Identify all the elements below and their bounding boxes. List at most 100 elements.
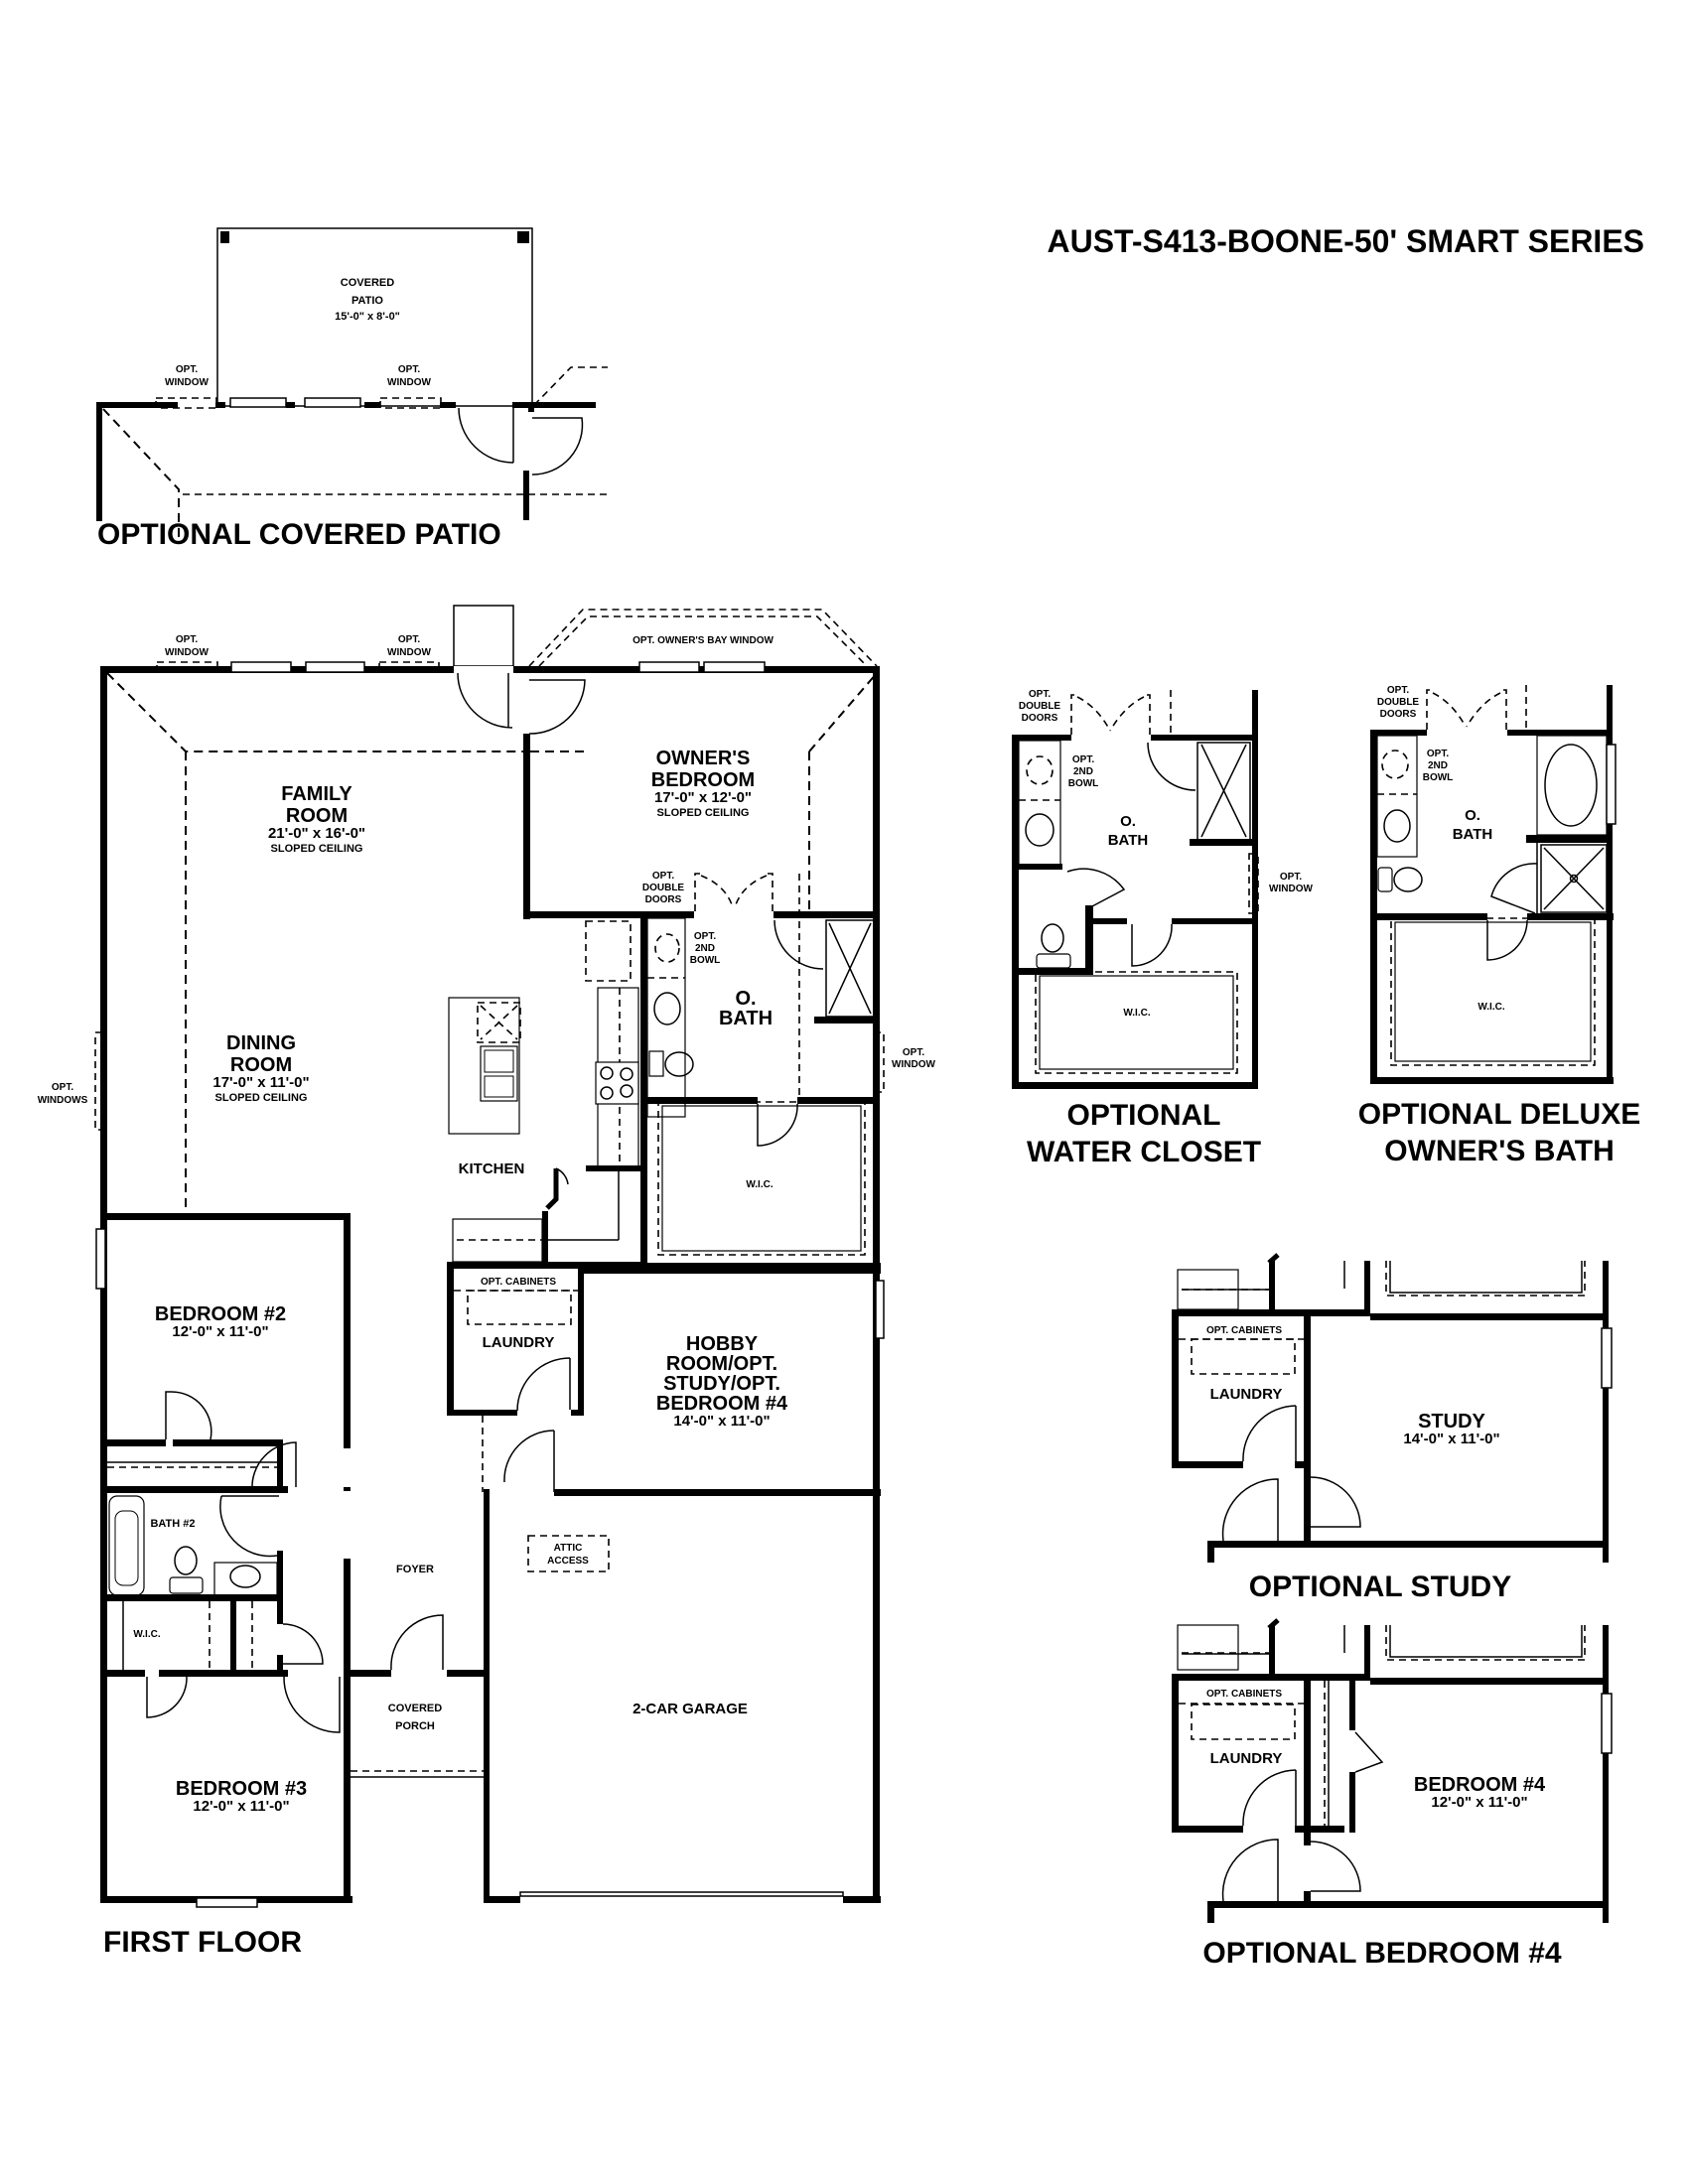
label: OPT. CABINETS	[1206, 1325, 1282, 1336]
opt-window-label: OPT.	[398, 364, 420, 375]
section-title-water-closet: OPTIONAL	[1067, 1099, 1221, 1132]
opt-fridge	[585, 920, 632, 982]
door-swing	[531, 417, 584, 476]
room-label: W.I.C.	[1477, 1002, 1504, 1013]
window	[196, 1897, 258, 1908]
label: WINDOWS	[38, 1095, 88, 1106]
window	[229, 397, 287, 408]
room-label: BEDROOM #2	[155, 1303, 286, 1325]
patio-post	[517, 231, 529, 243]
door-swing	[283, 1676, 341, 1733]
room-label: FOYER	[396, 1564, 434, 1575]
door-swing	[1490, 863, 1538, 914]
label: 2ND	[1428, 760, 1448, 771]
patio-post	[220, 231, 229, 243]
opt-bay-window	[528, 609, 878, 667]
room-label: COVERED	[388, 1703, 442, 1714]
label: DOUBLE	[1019, 701, 1061, 712]
room-label: PORCH	[395, 1720, 435, 1732]
sink-icon	[229, 1565, 261, 1588]
label: OPT.	[1029, 689, 1051, 700]
section-title-bedroom-4: OPTIONAL BEDROOM #4	[1202, 1937, 1561, 1970]
rear-stoop	[453, 605, 514, 667]
interior-wall	[523, 734, 530, 919]
opt-window	[1248, 853, 1259, 914]
door-swing	[528, 679, 586, 735]
patio-label: COVERED	[341, 277, 394, 289]
opt-sink-icon	[654, 933, 680, 963]
room-label: BATH	[1453, 826, 1493, 843]
section-title-water-closet: WATER CLOSET	[1027, 1136, 1261, 1168]
label: OPT. CABINETS	[1206, 1689, 1282, 1700]
optional-bedroom-4: OPT. CABINETS LAUNDRY BEDROOM #4 12'-0" …	[1172, 1618, 1613, 1970]
door-swing	[1242, 1405, 1297, 1462]
section-title-first-floor: FIRST FLOOR	[103, 1926, 302, 1959]
room-dims: 21'-0" x 16'-0"	[268, 825, 365, 842]
sink-icon	[1025, 813, 1055, 847]
door-swing	[1310, 1476, 1361, 1528]
door-swing	[251, 1441, 297, 1490]
room-dims: 12'-0" x 11'-0"	[193, 1798, 289, 1815]
opt-window	[873, 1031, 885, 1093]
opt-window-label: OPT.	[176, 364, 198, 375]
opt-window	[156, 661, 218, 673]
door-swing	[774, 919, 824, 970]
label: OPT. CABINETS	[481, 1277, 556, 1288]
label: WINDOW	[1269, 884, 1313, 894]
sink-icon	[1383, 809, 1411, 843]
door-swing	[457, 672, 513, 729]
section-title-deluxe-bath: OWNER'S BATH	[1384, 1135, 1615, 1167]
vanity	[1376, 735, 1418, 858]
opt-window	[379, 397, 442, 409]
label: BOWL	[690, 955, 721, 966]
opt-double-doors	[1426, 689, 1507, 730]
label: OPT.	[1280, 872, 1302, 883]
door-swing	[1486, 919, 1528, 961]
room-note: SLOPED CEILING	[657, 807, 750, 819]
label: WINDOW	[892, 1059, 935, 1070]
room-dims: 17'-0" x 12'-0"	[654, 789, 752, 806]
optional-study: OPT. CABINETS LAUNDRY STUDY 14'-0" x 11'…	[1172, 1253, 1613, 1603]
window	[305, 661, 365, 673]
opt-windows	[94, 1031, 106, 1131]
opt-window-label: OPT.	[398, 634, 420, 645]
label: OPT.	[903, 1047, 924, 1058]
opt-cooktop	[477, 1002, 521, 1043]
patio-label: PATIO	[352, 295, 383, 307]
room-label: W.I.C.	[746, 1179, 773, 1190]
first-floor-plan: OPT. WINDOW OPT. WINDOW OPT. OWNER'S BAY…	[38, 605, 935, 1959]
door-swing	[757, 1103, 798, 1147]
room-label: BEDROOM #3	[176, 1778, 307, 1800]
shower	[1540, 844, 1608, 913]
kitchen-island	[448, 997, 520, 1135]
door-swing	[1354, 1731, 1384, 1773]
room-dims: 17'-0" x 11'-0"	[212, 1074, 309, 1091]
window	[875, 1280, 885, 1339]
room-label: KITCHEN	[459, 1160, 525, 1177]
garage-door	[519, 1891, 844, 1897]
label: DOORS	[645, 894, 682, 905]
section-title-deluxe-bath: OPTIONAL DELUXE	[1358, 1098, 1640, 1131]
opt-cabinets	[1191, 1338, 1296, 1375]
room-dims: 12'-0" x 11'-0"	[172, 1323, 268, 1340]
label: DOORS	[1380, 709, 1417, 720]
window	[1601, 1327, 1613, 1389]
toilet-icon	[1041, 923, 1064, 953]
door-swing	[1147, 742, 1196, 791]
opt-window	[378, 661, 440, 673]
room-label: O.	[735, 988, 756, 1010]
plan-title: AUST-S413-BOONE-50' SMART SERIES	[1047, 223, 1644, 259]
door-swing	[146, 1676, 188, 1718]
label: 2ND	[1073, 766, 1093, 777]
sink-icon	[480, 1045, 518, 1102]
toilet-icon	[174, 1546, 198, 1575]
window	[703, 661, 766, 673]
room-label: BEDROOM #4	[656, 1393, 788, 1415]
label: BOWL	[1423, 772, 1454, 783]
door-swing	[219, 1495, 278, 1558]
label: OPT.	[694, 931, 716, 942]
room-label: O.	[1465, 807, 1480, 824]
room-label: BATH	[1108, 832, 1149, 849]
room-label: FAMILY	[281, 783, 352, 805]
door-swing	[1310, 1841, 1361, 1892]
